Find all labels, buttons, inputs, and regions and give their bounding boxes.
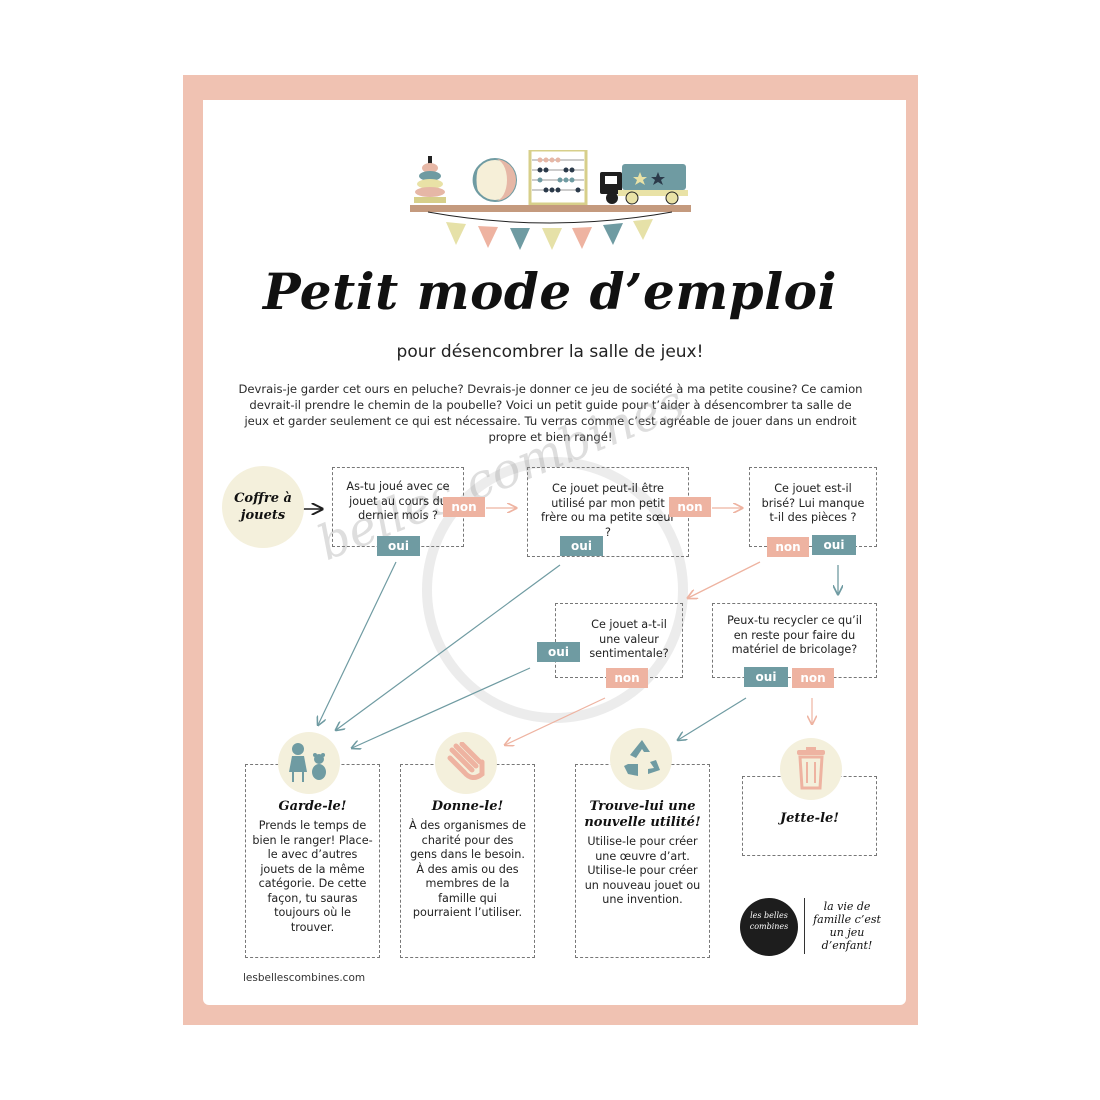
outcome-trouve-text: Utilise-le pour créer une œuvre d’art. U…	[584, 835, 701, 906]
outcome-garde-text: Prends le temps de bien le ranger! Place…	[252, 819, 373, 934]
abacus-icon	[528, 150, 588, 206]
recycle-icon	[624, 740, 660, 776]
q3-oui-tag: oui	[812, 535, 856, 555]
question-4-box: Ce jouet a-t-il une valeur sentimentale?	[555, 603, 683, 678]
toys-icon-circle	[278, 732, 340, 794]
footer-url: lesbellescombines.com	[243, 972, 366, 984]
brand-tagline: la vie de famille c’est un jeu d’enfant!	[813, 900, 881, 952]
q4-oui-tag: oui	[537, 642, 580, 662]
question-5-text: Peux-tu recycler ce qu’il en reste pour …	[727, 614, 862, 656]
outcome-garde-box: Garde-le! Prends le temps de bien le ran…	[245, 764, 380, 958]
start-label: Coffre à jouets	[234, 491, 292, 523]
stacking-toy-icon	[414, 156, 446, 203]
ball-icon	[472, 158, 517, 202]
hand-icon	[447, 742, 485, 780]
trash-can-icon	[797, 747, 825, 790]
outcome-garde-title: Garde-le!	[278, 799, 347, 814]
question-5-box: Peux-tu recycler ce qu’il en reste pour …	[712, 603, 877, 678]
outcome-jette-title: Jette-le!	[779, 811, 839, 826]
toys-icon	[289, 743, 326, 782]
page-title: Petit mode d’emploi	[263, 262, 837, 321]
brand-divider	[804, 898, 805, 954]
watermark-ring	[422, 457, 688, 723]
question-4-text: Ce jouet a-t-il une valeur sentimentale?	[589, 618, 669, 660]
q1-non-tag: non	[443, 497, 485, 517]
bunting	[446, 219, 653, 250]
start-circle	[222, 466, 304, 548]
question-1-text: As-tu joué avec ce jouet au cours du der…	[346, 480, 450, 522]
question-2-text: Ce jouet peut-il être utilisé par mon pe…	[540, 482, 676, 539]
brand-logo: les belles combines	[740, 898, 798, 956]
recycle-icon-circle	[610, 728, 672, 790]
q2-oui-tag: oui	[560, 536, 603, 556]
intro-paragraph: Devrais-je garder cet ours en peluche? D…	[238, 382, 863, 444]
outcome-donne-text: À des organismes de charité pour des gen…	[409, 819, 526, 919]
toy-shelf-illustration	[410, 150, 691, 250]
outcome-trouve-box: Trouve-lui une nouvelle utilité! Utilise…	[575, 764, 710, 958]
q3-non-tag: non	[767, 537, 809, 557]
truck-icon	[600, 164, 688, 205]
question-3-text: Ce jouet est-il brisé? Lui manque t-il d…	[761, 482, 865, 524]
q4-non-tag: non	[606, 668, 648, 688]
shelf	[410, 205, 691, 212]
outcome-donne-title: Donne-le!	[431, 799, 504, 814]
q5-oui-tag: oui	[744, 667, 788, 687]
outcome-trouve-title: Trouve-lui une nouvelle utilité!	[584, 799, 701, 830]
brand-logo-text: les belles combines	[749, 911, 789, 931]
outcome-donne-box: Donne-le! À des organismes de charité po…	[400, 764, 535, 958]
page-subtitle: pour désencombrer la salle de jeux!	[396, 342, 704, 362]
q5-non-tag: non	[792, 668, 834, 688]
question-3-box: Ce jouet est-il brisé? Lui manque t-il d…	[749, 467, 877, 547]
q2-non-tag: non	[669, 497, 711, 517]
question-2-box: Ce jouet peut-il être utilisé par mon pe…	[527, 467, 689, 557]
q1-oui-tag: oui	[377, 536, 420, 556]
